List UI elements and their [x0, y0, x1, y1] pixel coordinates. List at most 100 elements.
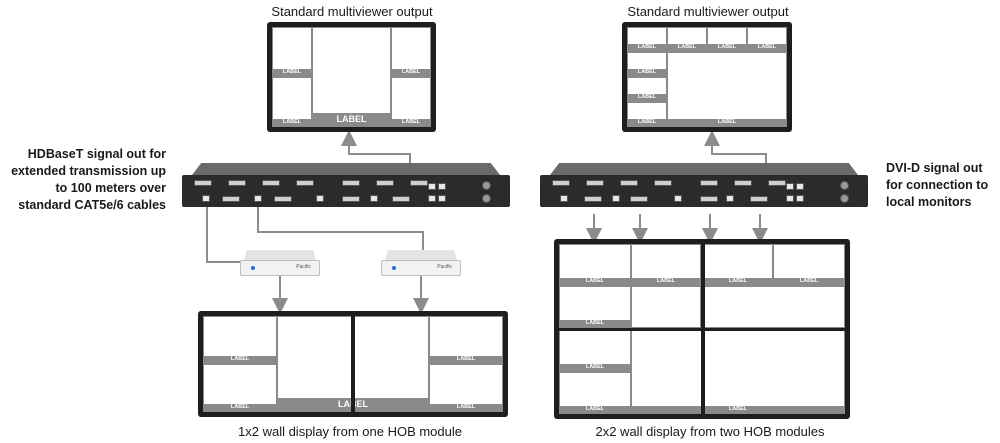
receiver-front: Pacific — [381, 260, 461, 276]
tile: LABEL — [391, 77, 431, 127]
rj45-port — [370, 195, 378, 202]
tile: LABEL — [559, 330, 631, 372]
rj45-port — [254, 195, 262, 202]
dvi-port — [700, 196, 718, 202]
tile-label: LABEL — [668, 119, 786, 126]
tile-label: LABEL — [560, 364, 630, 371]
rj45-port — [438, 195, 446, 202]
tile-label: LABEL — [668, 44, 706, 51]
multiviewer-monitor-right: LABEL LABEL LABEL LABEL LABEL LABEL LABE… — [622, 22, 792, 132]
bnc-connector — [840, 181, 849, 190]
hob-rack-unit-right — [540, 163, 868, 207]
tile-label: LABEL — [628, 94, 666, 101]
rj45-port — [428, 183, 436, 190]
rack-top — [192, 163, 500, 175]
dvi-port — [274, 196, 292, 202]
rj45-port — [786, 183, 794, 190]
tile-label: LABEL — [430, 404, 502, 411]
rj45-port — [796, 195, 804, 202]
bnc-connector — [482, 194, 491, 203]
tile-label: LABEL — [273, 69, 311, 76]
rj45-port — [428, 195, 436, 202]
caption-bottom-right: 2x2 wall display from two HOB modules — [595, 424, 825, 439]
tile: LABEL — [667, 52, 787, 127]
receiver-front: Pacific — [240, 260, 320, 276]
dvi-port — [750, 196, 768, 202]
tile-label: LABEL — [560, 406, 630, 413]
dvi-port — [228, 180, 246, 186]
multiviewer-monitor-left: LABEL LABEL LABEL LABEL LABEL — [267, 22, 436, 132]
dvi-port — [296, 180, 314, 186]
tile: LABEL — [272, 27, 312, 77]
tile-label: LABEL — [392, 69, 430, 76]
note-line: to 100 meters over — [55, 181, 166, 195]
note-line: standard CAT5e/6 cables — [18, 198, 166, 212]
bnc-connector — [840, 194, 849, 203]
dvi-port — [700, 180, 718, 186]
rj45-port — [316, 195, 324, 202]
caption-top-left: Standard multiviewer output — [271, 4, 433, 19]
status-led — [392, 266, 396, 270]
tile-label: LABEL — [560, 278, 630, 285]
wire-hdbaset-2 — [257, 206, 424, 250]
dvi-port — [586, 180, 604, 186]
receiver-top — [244, 250, 316, 260]
tile: LABEL — [559, 372, 631, 414]
tile: LABEL — [703, 244, 773, 286]
dvi-port — [584, 196, 602, 202]
wire-hdbaset-1 — [206, 206, 241, 263]
tile — [703, 286, 845, 328]
tile-label: LABEL — [392, 119, 430, 126]
note-line: local monitors — [886, 195, 972, 209]
wall-2x2: LABEL LABEL LABEL LABEL LABEL LABEL LABE… — [554, 239, 850, 419]
wall-1x2: LABEL LABEL LABEL LABEL LABEL — [198, 311, 508, 417]
note-hdbaset: HDBaseT signal out for extended transmis… — [6, 146, 166, 214]
dvi-port — [630, 196, 648, 202]
tile-label: LABEL — [313, 113, 390, 126]
hdbaset-receiver-2: Pacific — [381, 250, 461, 276]
rack-front — [182, 175, 510, 207]
dvi-port — [620, 180, 638, 186]
tile: LABEL — [627, 77, 667, 102]
tile: LABEL — [429, 364, 503, 412]
rj45-port — [726, 195, 734, 202]
rj45-port — [202, 195, 210, 202]
receiver-top — [385, 250, 457, 260]
screen: LABEL LABEL LABEL LABEL LABEL LABEL LABE… — [559, 244, 845, 414]
tile-label: LABEL — [628, 44, 666, 51]
tile-label: LABEL — [632, 406, 844, 413]
caption-bottom-left: 1x2 wall display from one HOB module — [238, 424, 462, 439]
tile-label: LABEL — [560, 320, 630, 327]
dvi-port — [342, 196, 360, 202]
tile: LABEL — [272, 77, 312, 127]
note-line: extended transmission up — [11, 164, 166, 178]
tile-label: LABEL — [704, 278, 772, 285]
caption-top-right: Standard multiviewer output — [627, 4, 789, 19]
note-line: HDBaseT signal out for — [27, 147, 166, 161]
dvi-port — [654, 180, 672, 186]
rack-front — [540, 175, 868, 207]
tile: LABEL — [391, 27, 431, 77]
bezel-divider — [559, 328, 845, 331]
tile-label: LABEL — [628, 119, 666, 126]
note-line: for connection to — [886, 178, 989, 192]
rj45-port — [674, 195, 682, 202]
dvi-port — [194, 180, 212, 186]
receiver-brand: Pacific — [296, 264, 311, 270]
tile: LABEL — [707, 27, 747, 52]
tile: LABEL — [312, 27, 391, 127]
dvi-port — [410, 180, 428, 186]
hdbaset-receiver-1: Pacific — [240, 250, 320, 276]
receiver-brand: Pacific — [437, 264, 452, 270]
dvi-port — [376, 180, 394, 186]
tile-label: LABEL — [430, 356, 502, 363]
dvi-port — [392, 196, 410, 202]
tile-label: LABEL — [774, 278, 844, 285]
tile-label: LABEL — [204, 404, 276, 411]
screen: LABEL LABEL LABEL LABEL LABEL — [203, 316, 503, 412]
rj45-port — [438, 183, 446, 190]
screen: LABEL LABEL LABEL LABEL LABEL — [272, 27, 431, 127]
tile: LABEL — [559, 244, 631, 286]
tile-label: LABEL — [204, 356, 276, 363]
tile: LABEL — [627, 102, 667, 127]
